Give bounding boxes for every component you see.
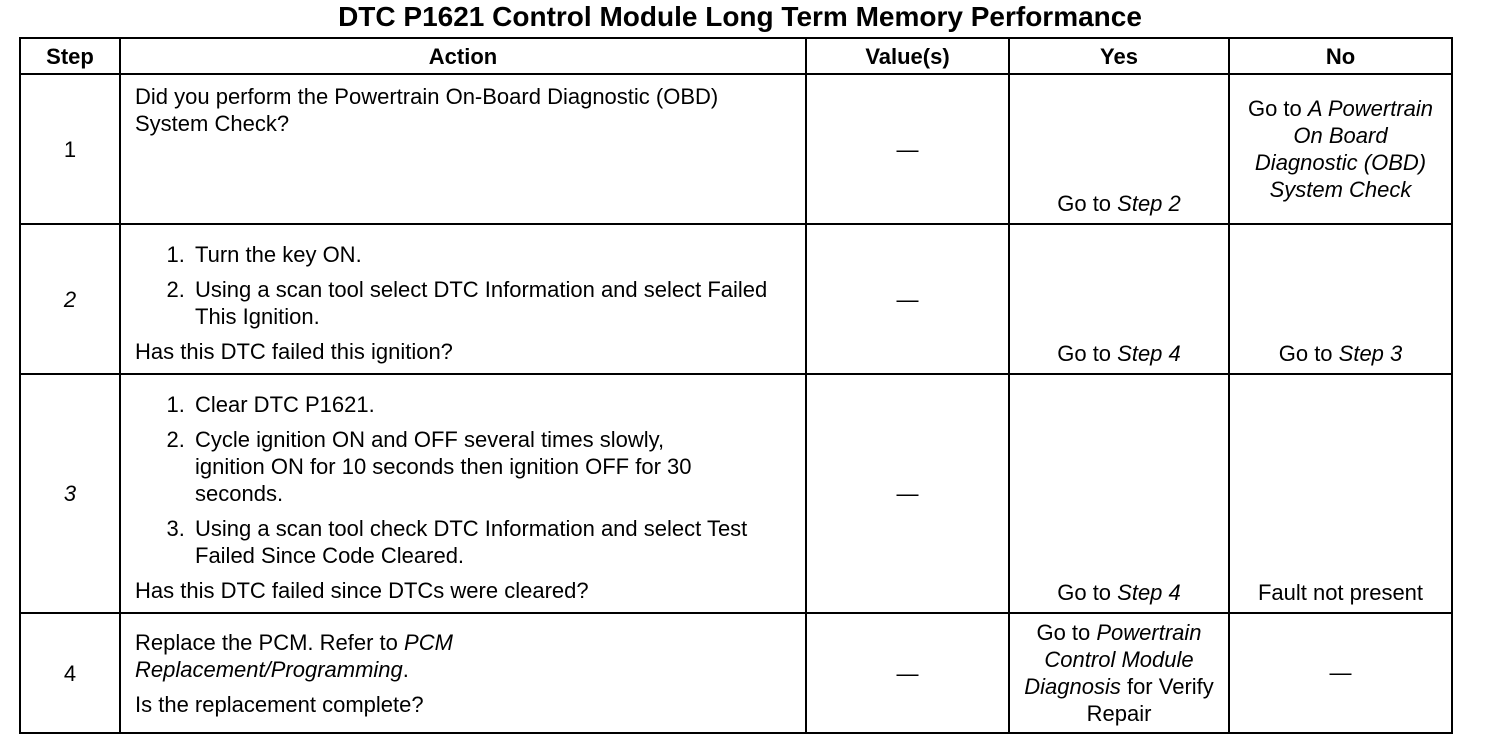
action-cell: Did you perform the Powertrain On-Board … [119, 73, 807, 225]
action-step-item: Clear DTC P1621. [191, 391, 791, 418]
step-number: 3 [19, 373, 121, 614]
yes-procedure-link[interactable]: Powertrain Control Module Diagnosis [1024, 620, 1202, 699]
action-cell: Replace the PCM. Refer to PCM Replacemen… [119, 612, 807, 734]
step-number: 4 [19, 612, 121, 734]
action-question: Has this DTC failed since DTCs were clea… [135, 578, 589, 603]
pcm-replacement-link[interactable]: PCM Replacement/Programming [135, 629, 453, 682]
value-cell: — [805, 73, 1010, 225]
action-steps: Turn the key ON. Using a scan tool selec… [135, 241, 791, 330]
table-row: 1 Did you perform the Powertrain On-Boar… [19, 73, 1453, 225]
yes-cell: Go to Step 4 [1008, 373, 1230, 614]
no-step-link[interactable]: Step 3 [1338, 341, 1403, 366]
yes-cell: Go to Powertrain Control Module Diagnosi… [1008, 612, 1230, 734]
action-cell: Turn the key ON. Using a scan tool selec… [119, 223, 807, 375]
table-header-row: Step Action Value(s) Yes No [19, 37, 1453, 75]
header-action: Action [119, 37, 807, 75]
action-step-item: Using a scan tool select DTC Information… [191, 276, 791, 330]
action-text: Replace the PCM. Refer to PCM Replacemen… [135, 629, 791, 683]
yes-prefix: Go to [1057, 580, 1118, 605]
table-row: 3 Clear DTC P1621. Cycle ignition ON and… [19, 373, 1453, 614]
yes-cell: Go to Step 4 [1008, 223, 1230, 375]
no-prefix: Go to [1278, 341, 1339, 366]
header-no: No [1228, 37, 1453, 75]
no-prefix: Go to [1247, 96, 1308, 121]
action-prefix: Replace the PCM. Refer to [135, 629, 405, 655]
step-number: 1 [19, 73, 121, 225]
yes-step-link[interactable]: Step 4 [1117, 341, 1181, 366]
table-row: 2 Turn the key ON. Using a scan tool sel… [19, 223, 1453, 375]
yes-prefix: Go to [1057, 191, 1118, 216]
header-yes: Yes [1008, 37, 1230, 75]
action-question: Has this DTC failed this ignition? [135, 339, 453, 364]
no-cell: Fault not present [1228, 373, 1453, 614]
yes-step-link[interactable]: Step 2 [1117, 191, 1181, 216]
action-step-item: Turn the key ON. [191, 241, 791, 268]
value-cell: — [805, 612, 1010, 734]
header-values: Value(s) [805, 37, 1010, 75]
no-cell: Go to A Powertrain On Board Diagnostic (… [1228, 73, 1453, 225]
action-step-item: Using a scan tool check DTC Information … [191, 515, 791, 569]
no-procedure-link[interactable]: A Powertrain On Board Diagnostic (OBD) S… [1254, 96, 1434, 202]
action-step-item: Cycle ignition ON and OFF several times … [191, 426, 791, 507]
yes-cell: Go to Step 2 [1008, 73, 1230, 225]
yes-step-link[interactable]: Step 4 [1117, 580, 1181, 605]
page-title: DTC P1621 Control Module Long Term Memor… [338, 1, 1142, 32]
action-suffix: . [402, 656, 409, 682]
action-cell: Clear DTC P1621. Cycle ignition ON and O… [119, 373, 807, 614]
action-steps: Clear DTC P1621. Cycle ignition ON and O… [135, 391, 791, 569]
no-cell: Go to Step 3 [1228, 223, 1453, 375]
table-row: 4 Replace the PCM. Refer to PCM Replacem… [19, 612, 1453, 734]
step-number: 2 [19, 223, 121, 375]
header-step: Step [19, 37, 121, 75]
diagnostic-table: Step Action Value(s) Yes No 1 Did you pe… [19, 37, 1453, 734]
action-text: Did you perform the Powertrain On-Board … [135, 84, 719, 136]
yes-prefix: Go to [1036, 620, 1097, 645]
action-question: Is the replacement complete? [135, 691, 424, 717]
yes-suffix: for Verify Repair [1086, 674, 1214, 726]
yes-prefix: Go to [1057, 341, 1118, 366]
value-cell: — [805, 373, 1010, 614]
value-cell: — [805, 223, 1010, 375]
no-cell: — [1228, 612, 1453, 734]
